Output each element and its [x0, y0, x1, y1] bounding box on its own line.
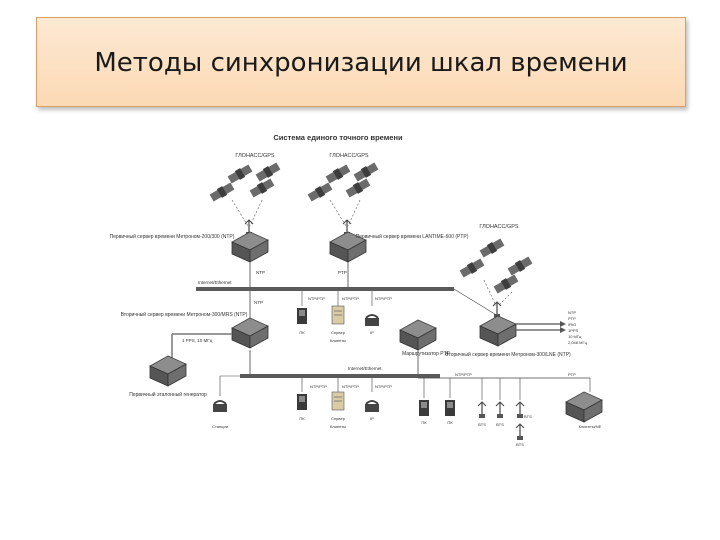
server2-label: Первичный сервер времени LANTIME-600 (PT…: [356, 233, 469, 240]
dev-srv-label-2: Сервер: [331, 416, 346, 421]
bts-antenna-icon-1: [477, 401, 487, 419]
server-icon-4: [479, 315, 517, 347]
generator-icon: [149, 355, 187, 387]
output-5: 10 МГц: [568, 334, 582, 339]
output-2: PTP: [568, 316, 576, 321]
glonass-label-3: ГЛОНАСС/GPS: [479, 224, 518, 230]
server-icon-3: [231, 317, 269, 349]
proto-label-1: NTP/PTP: [308, 296, 325, 301]
dev-pc-label-4: ПК: [447, 420, 453, 425]
generator-label: Первичный эталонный генератор: [129, 391, 207, 398]
phone-icon-station: [212, 400, 228, 413]
clients-label-1: Клиенты: [330, 338, 346, 343]
pc-icon-3: [419, 400, 429, 416]
proto-label-6: NTP/PTP: [375, 384, 392, 389]
clients-label-2: Клиенты: [330, 424, 346, 429]
phone-icon-2: [364, 400, 380, 413]
server1-label: Первичный сервер времени Метроном-200/30…: [110, 233, 235, 240]
glonass-label-2: ГЛОНАСС/GPS: [329, 153, 368, 159]
satellite-group-1: [209, 162, 281, 202]
bts-label-3: BTS: [524, 414, 532, 419]
pc-icon-1: [297, 308, 307, 324]
title-box: Методы синхронизации шкал времени: [36, 17, 686, 107]
proto-label-2: NTP/PTP: [342, 296, 359, 301]
ptp-label-1: PTP: [338, 270, 347, 275]
dev-pc-label-3: ПК: [421, 420, 427, 425]
output-3: IRIG: [568, 322, 576, 327]
server3-label: Вторичный сервер времени Метроном-300/МR…: [121, 311, 248, 318]
network-label-2: Internet/Ethernet: [348, 366, 382, 371]
server-tower-icon-1: [331, 305, 345, 325]
ptp-label-2: PTP: [568, 372, 576, 377]
server4-label: Вторичный сервер времени Метроном-300/LN…: [445, 351, 571, 358]
e1-label: 1 PPS, 10 МГц: [182, 338, 213, 343]
station-label: Станции: [212, 424, 228, 429]
router-label: Маршрутизатор PTP: [402, 351, 451, 357]
outputs-list: NTP PTP IRIG 1PPS 10 МГц 2,048 МГц: [568, 310, 588, 345]
ntp-label-2: NTP: [254, 300, 263, 305]
pc-icon-4: [445, 400, 455, 416]
far-label: Клиенты/NE: [579, 424, 602, 429]
dev-ip-label-2: ІР: [370, 416, 374, 421]
diagram-heading: Система единого точного времени: [273, 133, 403, 142]
dev-srv-label-1: Сервер: [331, 330, 346, 335]
network-bus-2: [240, 374, 440, 378]
dev-pc-label-1: ПК: [299, 330, 305, 335]
bts-label-4: BTS: [516, 442, 524, 447]
bts-antenna-icon-4: [515, 423, 525, 441]
network-label-1: Internet/Ethernet: [198, 280, 232, 285]
proto-label-7: NTP/PTP: [455, 372, 472, 377]
pc-icon-2: [297, 394, 307, 410]
dev-ip-label-1: ІР: [370, 330, 374, 335]
satellite-group-3: [459, 238, 533, 294]
slide-title: Методы синхронизации шкал времени: [94, 48, 628, 78]
ntp-label-1: NTP: [256, 270, 265, 275]
proto-label-5: NTP/PTP: [342, 384, 359, 389]
bts-label-1: BTS: [478, 422, 486, 427]
server-icon-1: [231, 231, 269, 263]
bts-antenna-icon-3: [515, 401, 525, 419]
glonass-label-1: ГЛОНАСС/GPS: [235, 153, 274, 159]
dev-pc-label-2: ПК: [299, 416, 305, 421]
output-1: NTP: [568, 310, 576, 315]
bts-antenna-icon-2: [495, 401, 505, 419]
output-6: 2,048 МГц: [568, 340, 588, 345]
far-server-icon: [565, 391, 603, 423]
satellite-group-2: [307, 162, 379, 202]
network-bus-1: [196, 287, 454, 291]
bts-label-2: BTS: [496, 422, 504, 427]
server-tower-icon-2: [331, 391, 345, 411]
proto-label-4: NTP/PTP: [310, 384, 327, 389]
router-icon: [399, 319, 437, 351]
phone-icon-1: [364, 314, 380, 327]
output-4: 1PPS: [568, 328, 579, 333]
proto-label-3: NTP/PTP: [375, 296, 392, 301]
